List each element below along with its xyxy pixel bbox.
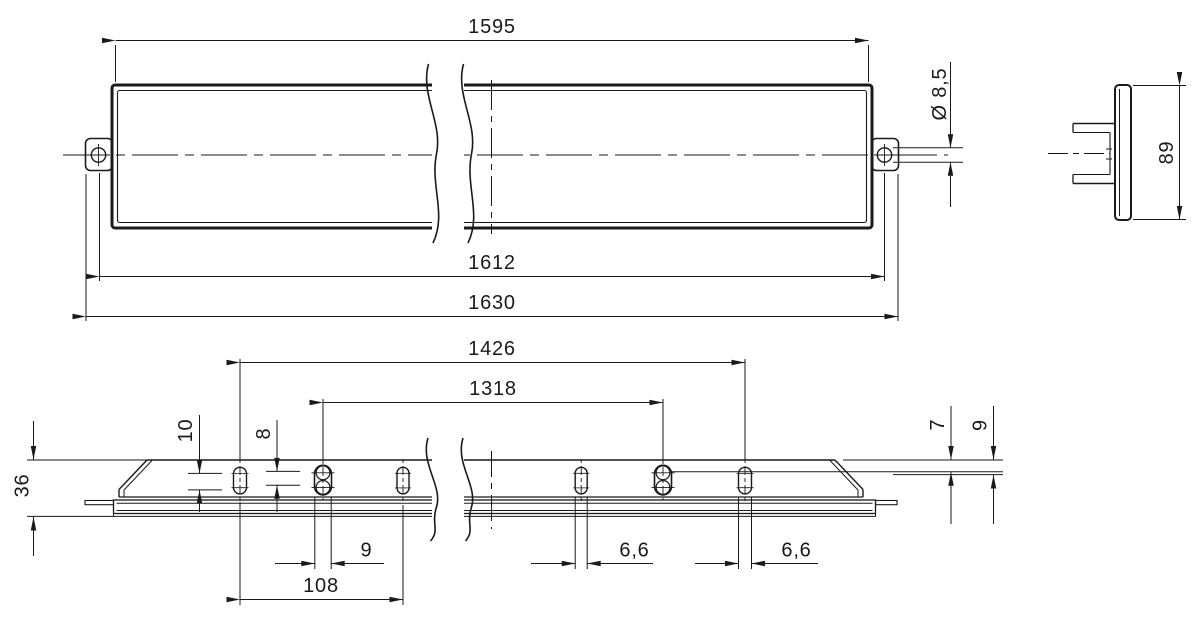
dim-36: 36 — [12, 421, 37, 556]
mounting-tab-right — [870, 137, 900, 172]
chamfer-right-outer — [834, 459, 864, 490]
dim-7-label: 7 — [927, 419, 949, 431]
break-line-right — [460, 63, 475, 244]
dim-1612-label: 1612 — [468, 252, 516, 274]
dim-108-label: 108 — [303, 575, 339, 597]
rail-tab-left — [84, 499, 115, 506]
dim-9-slot: 9 — [275, 540, 384, 567]
dim-1612: 1612 — [86, 173, 885, 281]
dim-1318-label: 1318 — [469, 378, 517, 400]
slot-3 — [395, 459, 411, 502]
break-gap — [432, 450, 464, 522]
dim-8: 8 — [253, 420, 300, 512]
break-gap — [432, 79, 464, 235]
dim-1426-label: 1426 — [468, 338, 516, 360]
dim-8-label: 8 — [253, 428, 275, 440]
top-view: 1595 Ø 8,5 1612 1630 — [63, 16, 963, 321]
rail-outline — [112, 499, 877, 515]
dim-66-right-label: 6,6 — [781, 540, 811, 562]
dim-10-label: 10 — [175, 419, 197, 443]
dim-9-right-label: 9 — [970, 419, 992, 431]
rail — [84, 499, 898, 517]
rail-tab-right — [874, 499, 898, 506]
chamfer-right-inner — [829, 460, 859, 491]
dim-1630: 1630 — [72, 174, 899, 321]
break-line-left — [425, 437, 439, 542]
dim-108: 108 — [226, 575, 403, 603]
slot-2-weld — [311, 460, 335, 500]
chamfer-left-outer — [118, 459, 148, 490]
channel-bracket — [1072, 122, 1115, 185]
mounting-tab-left — [84, 137, 114, 172]
chamfer-left-inner — [123, 460, 153, 491]
slot-4 — [573, 459, 590, 502]
dim-9-right: 9 — [970, 406, 997, 524]
dim-89: 89 — [1133, 72, 1186, 220]
dim-1630-label: 1630 — [468, 292, 516, 314]
break-line-left — [425, 63, 440, 244]
dim-1595: 1595 — [102, 16, 869, 82]
dim-1426: 1426 — [226, 338, 745, 366]
dim-hole-dia-label: Ø 8,5 — [929, 68, 951, 121]
dim-66-left: 6,6 — [531, 540, 653, 567]
slot-1 — [231, 459, 249, 502]
dim-1318: 1318 — [309, 378, 663, 406]
dim-66-left-label: 6,6 — [619, 540, 649, 562]
dim-10: 10 — [175, 415, 222, 512]
dim-66-right: 6,6 — [695, 540, 818, 567]
end-plate-outline — [1114, 84, 1132, 221]
dim-1595-label: 1595 — [468, 16, 516, 38]
tab-outline — [84, 137, 114, 172]
dim-9-slot-label: 9 — [361, 540, 373, 562]
slot-6 — [736, 459, 754, 502]
break-line-right — [460, 437, 474, 542]
dim-36-label: 36 — [12, 474, 34, 498]
profile-view: 1426 1318 10 8 36 — [12, 338, 1003, 605]
slot-5-weld — [651, 460, 675, 500]
dim-7: 7 — [927, 406, 954, 524]
dim-hole-dia: Ø 8,5 — [893, 62, 963, 207]
dim-89-label: 89 — [1156, 141, 1178, 165]
end-view: 89 — [1048, 72, 1186, 221]
tab-outline — [870, 137, 900, 172]
